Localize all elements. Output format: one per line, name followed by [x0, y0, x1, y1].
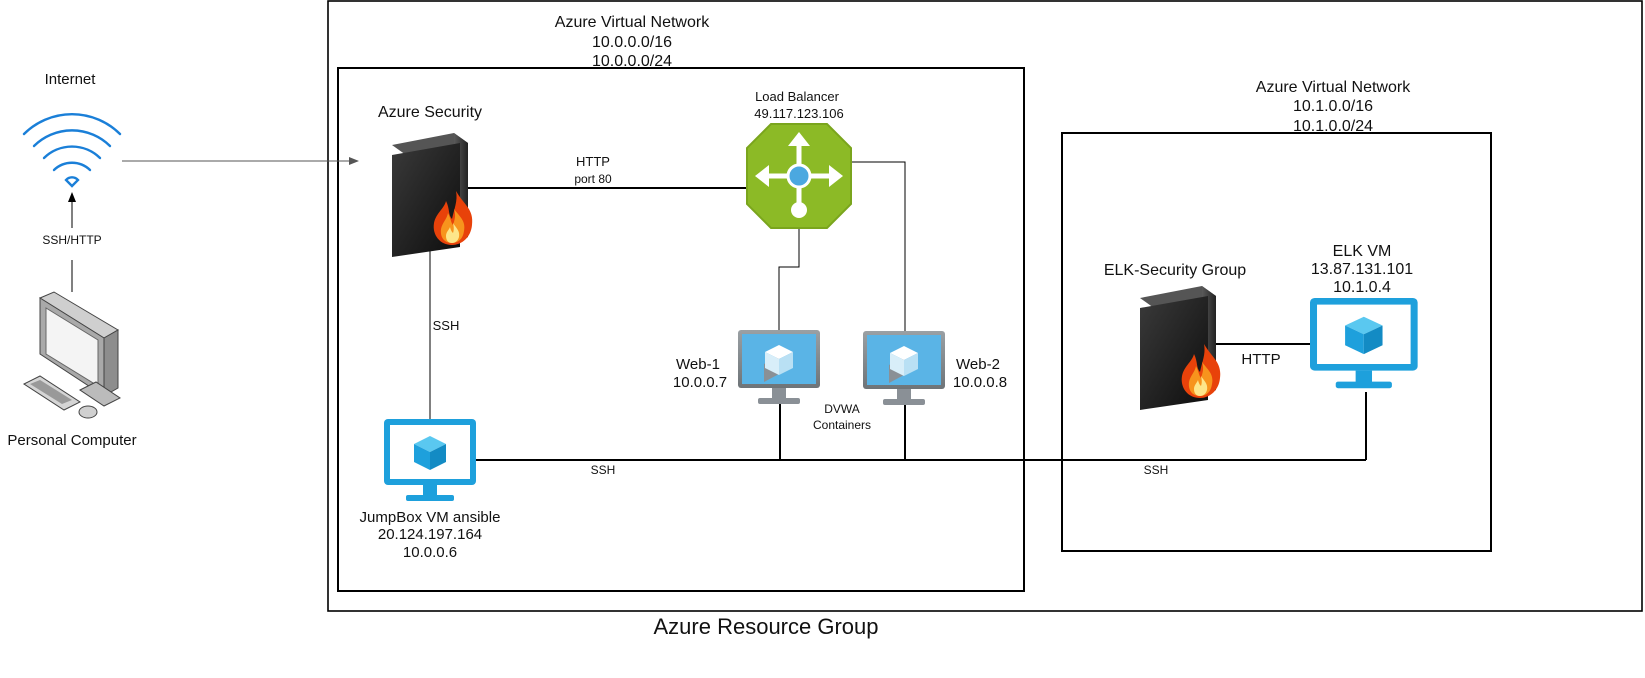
- vnet2-box: [1061, 132, 1492, 552]
- azure-security-label: Azure Security: [378, 104, 482, 121]
- pc-link-label: SSH/HTTP: [42, 233, 101, 247]
- resource-group-label: Azure Resource Group: [654, 614, 879, 639]
- vnet2-cidr: 10.1.0.0/16: [1293, 98, 1373, 115]
- ssh-bus-label-left: SSH: [591, 463, 616, 477]
- jumpbox-vm-icon: [384, 419, 476, 501]
- elk-security-label: ELK-Security Group: [1104, 262, 1246, 279]
- ssh-bus-label-right: SSH: [1144, 463, 1169, 477]
- load-balancer-ip: 49.117.123.106: [754, 106, 843, 121]
- personal-computer-icon: [22, 291, 121, 419]
- http-link-label: HTTP: [576, 154, 610, 169]
- internet-label: Internet: [45, 71, 97, 88]
- web2-vm-icon: [863, 331, 945, 405]
- vnet2-title: Azure Virtual Network: [1256, 79, 1411, 96]
- wifi-icon: [22, 112, 122, 188]
- http-port-label: port 80: [574, 172, 612, 186]
- web1-name: Web-1: [676, 356, 720, 373]
- labels: Azure Virtual Network 10.0.0.0/16 10.0.0…: [7, 14, 1413, 639]
- vnet2-subnet: 10.1.0.0/24: [1293, 118, 1373, 135]
- lb-to-web2-line: [850, 161, 906, 335]
- vnet1-subnet: 10.0.0.0/24: [592, 53, 672, 70]
- elk-vm-icon: [1310, 298, 1418, 389]
- web1-vm-icon: [738, 330, 820, 404]
- load-balancer-icon: [746, 123, 852, 229]
- ssh-vertical-label: SSH: [433, 318, 460, 333]
- elk-vm-name: ELK VM: [1333, 243, 1392, 260]
- vnet1-cidr: 10.0.0.0/16: [592, 34, 672, 51]
- web2-ip: 10.0.0.8: [953, 374, 1007, 391]
- resource-group-box: [327, 0, 1643, 612]
- elk-http-label: HTTP: [1241, 351, 1280, 368]
- containers-line1: DVWA: [824, 402, 860, 416]
- web2-name: Web-2: [956, 356, 1000, 373]
- vnet1-box: [337, 67, 1025, 592]
- containers-line2: Containers: [813, 418, 871, 432]
- elk-security-firewall-icon: [1140, 286, 1221, 410]
- elk-vm-private-ip: 10.1.0.4: [1333, 279, 1391, 296]
- jumpbox-private-ip: 10.0.0.6: [403, 544, 457, 561]
- jumpbox-name: JumpBox VM ansible: [360, 509, 501, 526]
- lb-to-web1-line: [778, 228, 800, 330]
- jumpbox-public-ip: 20.124.197.164: [378, 526, 482, 543]
- load-balancer-label: Load Balancer: [755, 89, 840, 104]
- connections: [68, 157, 1367, 461]
- elk-vm-public-ip: 13.87.131.101: [1311, 261, 1413, 278]
- personal-computer-label: Personal Computer: [7, 432, 136, 449]
- azure-security-firewall-icon: [392, 133, 473, 257]
- web1-ip: 10.0.0.7: [673, 374, 727, 391]
- vnet1-title: Azure Virtual Network: [555, 14, 710, 31]
